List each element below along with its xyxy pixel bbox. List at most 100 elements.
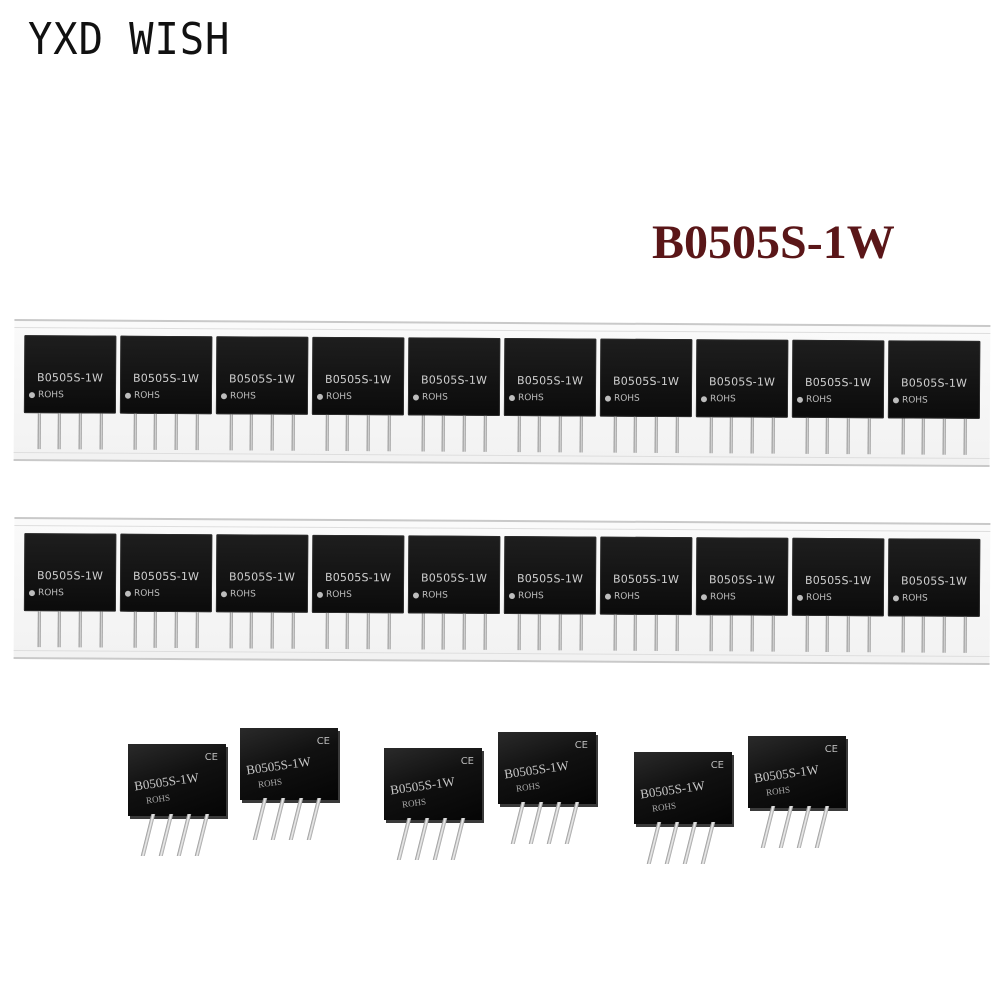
module-pin [387, 613, 391, 650]
module-pin [675, 417, 679, 454]
module-pin [153, 413, 157, 450]
module-model-label: B0505S-1W [36, 371, 104, 385]
module-pin [57, 611, 61, 648]
module-model-label: B0505S-1W [133, 769, 200, 794]
module-model-label: B0505S-1W [324, 372, 392, 387]
module-pin [158, 814, 174, 856]
module-model-label: B0505S-1W [900, 376, 968, 390]
module-pin [441, 415, 445, 452]
dot-icon [892, 397, 899, 404]
ce-mark-icon: CE [460, 756, 474, 767]
module-rohs-mark: ROHS [805, 592, 832, 604]
module-pin [510, 802, 526, 844]
dot-icon [316, 393, 323, 400]
module-pin [633, 614, 637, 651]
module-pin [729, 615, 733, 652]
module-pin [153, 611, 157, 648]
module-rohs-mark: ROHS [517, 393, 544, 404]
module-rohs-mark: ROHS [401, 796, 427, 810]
dot-icon [508, 593, 515, 600]
module-pin [537, 614, 541, 651]
module-pin [78, 413, 82, 450]
module-pin [613, 416, 617, 453]
module-pin [814, 806, 830, 848]
module-pin [462, 613, 466, 650]
module-pin [325, 414, 329, 451]
module-pin [387, 415, 391, 452]
module-pin [291, 612, 295, 649]
module-pin [825, 615, 829, 652]
module-pin [942, 616, 946, 653]
dot-icon [700, 396, 707, 403]
module-pin [441, 613, 445, 650]
strip-module: B0505S-1W ROHS [887, 340, 981, 459]
module-pin [37, 611, 41, 648]
module-rohs-mark: ROHS [901, 593, 928, 604]
module-pin [450, 818, 466, 860]
module-pin [270, 612, 274, 649]
dot-icon [28, 590, 35, 597]
ce-mark-icon: CE [710, 760, 724, 771]
module-model-label: B0505S-1W [36, 569, 104, 583]
module-rohs-mark: ROHS [229, 391, 256, 402]
module-model-label: B0505S-1W [612, 374, 680, 389]
dot-icon [28, 392, 35, 399]
brand-watermark: YXD WISH [28, 14, 231, 65]
module-pin [709, 417, 713, 454]
module-rohs-mark: ROHS [517, 591, 544, 602]
module-pin [517, 416, 521, 453]
module-pin [750, 417, 754, 454]
module-model-label: B0505S-1W [389, 773, 456, 798]
module-pin [194, 814, 210, 856]
module-pin [195, 414, 199, 451]
module-model-label: B0505S-1W [612, 572, 680, 587]
module-model-label: B0505S-1W [804, 573, 872, 588]
module-pin [414, 818, 430, 860]
dot-icon [412, 394, 419, 401]
module-rohs-mark: ROHS [651, 800, 677, 814]
dot-icon [892, 595, 899, 602]
module-pin [37, 413, 41, 450]
module-body: B0505S-1W ROHS [887, 340, 981, 419]
module-pin [867, 418, 871, 455]
module-rohs-mark: ROHS [901, 395, 928, 406]
module-pin [249, 612, 253, 649]
module-pin [682, 822, 698, 864]
module-rohs-mark: ROHS [765, 784, 791, 798]
module-pin [901, 616, 905, 653]
module-pin [760, 806, 776, 848]
module-pin [229, 612, 233, 649]
module-rohs-mark: ROHS [145, 792, 171, 806]
module-rohs-mark: ROHS [325, 589, 352, 601]
module-rohs-mark: ROHS [421, 590, 448, 601]
module-model-label: B0505S-1W [132, 569, 200, 584]
module-model-label: B0505S-1W [228, 372, 296, 386]
module-pin [366, 415, 370, 452]
module-rohs-mark: ROHS [613, 393, 640, 404]
dot-icon [220, 591, 227, 598]
module-pin [921, 418, 925, 455]
module-model-label: B0505S-1W [228, 570, 296, 584]
module-pin [771, 615, 775, 652]
dot-icon [604, 593, 611, 600]
